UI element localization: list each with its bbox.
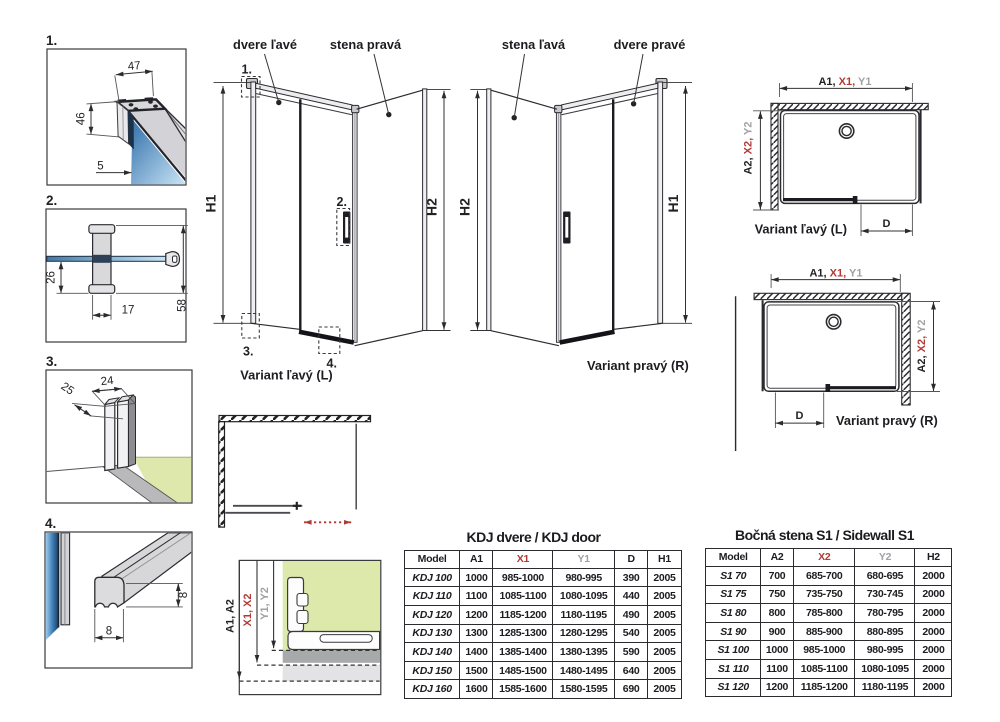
svg-text:1.: 1. — [242, 63, 252, 77]
svg-text:H1: H1 — [203, 194, 219, 212]
svg-text:Variant pravý (R): Variant pravý (R) — [836, 413, 938, 428]
svg-text:1.: 1. — [46, 33, 57, 48]
svg-text:Variant ľavý (L): Variant ľavý (L) — [755, 222, 847, 237]
svg-text:46: 46 — [76, 112, 88, 125]
svg-text:stena ľavá: stena ľavá — [502, 37, 566, 52]
svg-text:8: 8 — [106, 626, 112, 638]
svg-text:3.: 3. — [243, 345, 253, 359]
svg-text:H1: H1 — [665, 194, 681, 212]
svg-text:stena pravá: stena pravá — [330, 37, 402, 52]
svg-text:A1, A2: A1, A2 — [225, 599, 237, 633]
svg-text:4.: 4. — [327, 357, 337, 371]
svg-text:58: 58 — [177, 299, 189, 312]
svg-text:25: 25 — [59, 380, 76, 397]
svg-text:dvere pravé: dvere pravé — [614, 37, 686, 52]
svg-text:2.: 2. — [337, 195, 347, 209]
svg-text:47: 47 — [127, 60, 141, 73]
svg-text:5: 5 — [97, 161, 103, 173]
svg-text:24: 24 — [100, 375, 115, 388]
svg-text:A2, X2, Y2: A2, X2, Y2 — [743, 121, 755, 174]
svg-text:A1, X1, Y1: A1, X1, Y1 — [809, 267, 862, 279]
svg-text:17: 17 — [122, 305, 135, 317]
svg-text:2.: 2. — [46, 193, 57, 208]
svg-text:8: 8 — [178, 592, 190, 598]
svg-text:A1, X1, Y1: A1, X1, Y1 — [818, 76, 871, 88]
svg-text:3.: 3. — [46, 354, 57, 369]
svg-text:H2: H2 — [424, 198, 440, 216]
svg-text:dvere ľavé: dvere ľavé — [233, 37, 297, 52]
svg-text:Variant ľavý (L): Variant ľavý (L) — [240, 368, 332, 383]
svg-text:H2: H2 — [457, 198, 473, 216]
svg-text:X1, X2: X1, X2 — [242, 593, 254, 626]
svg-text:26: 26 — [46, 271, 58, 284]
svg-text:4.: 4. — [45, 516, 56, 531]
svg-text:Y1, Y2: Y1, Y2 — [259, 587, 271, 620]
svg-text:D: D — [796, 410, 804, 422]
svg-text:A2, X2, Y2: A2, X2, Y2 — [916, 319, 928, 372]
svg-text:D: D — [883, 218, 891, 230]
svg-text:Variant pravý (R): Variant pravý (R) — [587, 358, 689, 373]
